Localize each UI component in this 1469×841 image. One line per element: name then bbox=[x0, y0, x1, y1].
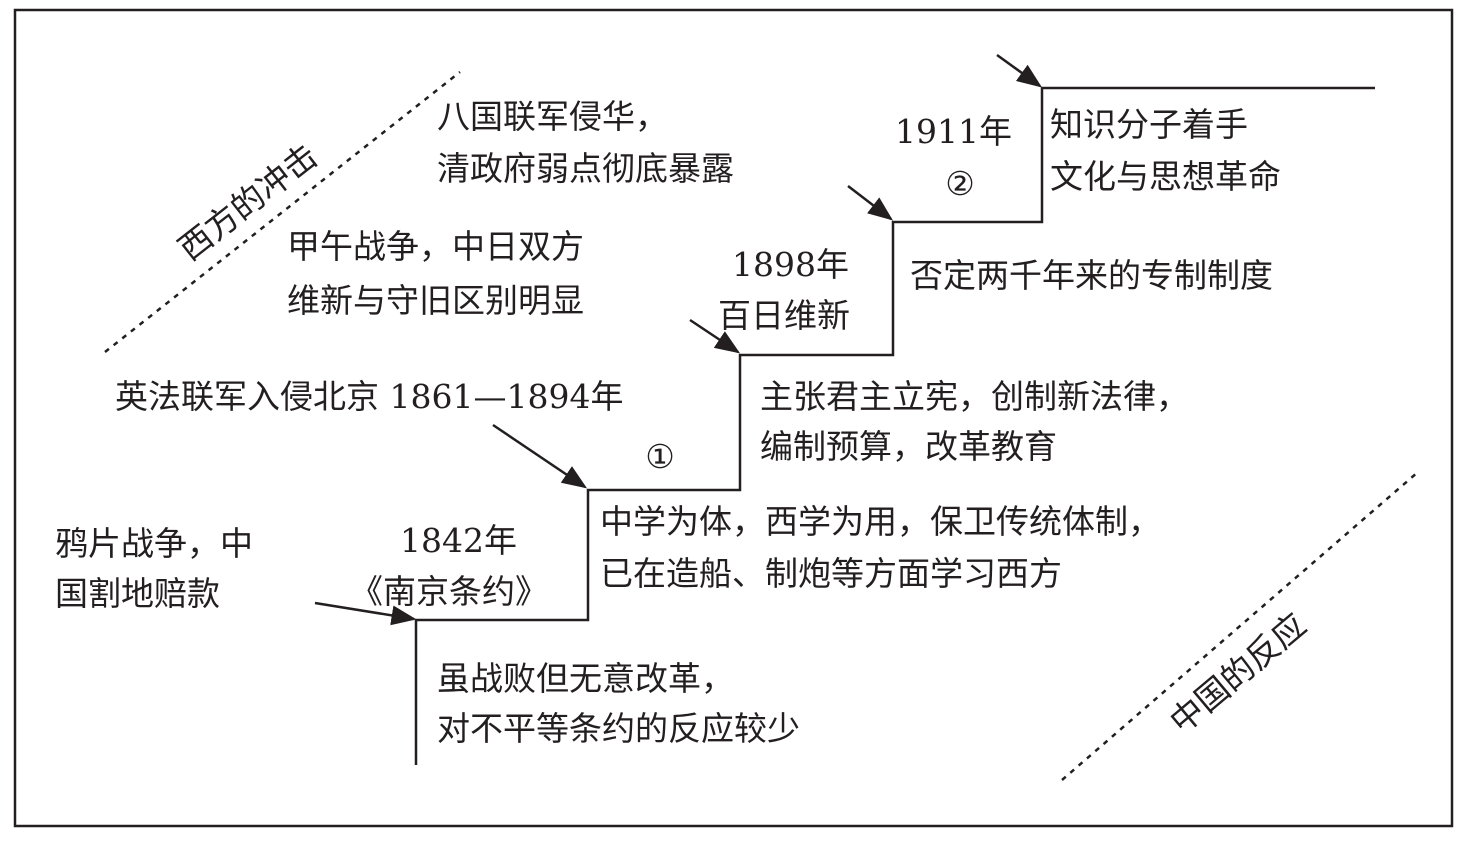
year-label: 1842年 bbox=[400, 521, 517, 560]
dashed-divider-china bbox=[1061, 471, 1419, 781]
response-text: 已在造船、制炮等方面学习西方 bbox=[600, 554, 1062, 593]
response-text: 中学为体，西学为用，保卫传统体制， bbox=[600, 502, 1161, 541]
year-label: 1898年 bbox=[732, 245, 849, 284]
year-label: 1911年 bbox=[895, 112, 1012, 151]
response-text: 对不平等条约的反应较少 bbox=[437, 709, 800, 748]
arrow-1898 bbox=[689, 318, 741, 354]
event-label: 百日维新 bbox=[718, 296, 850, 335]
response-text: 否定两千年来的专制制度 bbox=[910, 256, 1273, 295]
response-text: 文化与思想革命 bbox=[1050, 157, 1281, 196]
response-text: 虽战败但无意改革， bbox=[437, 659, 734, 698]
impact-text: 维新与守旧区别明显 bbox=[287, 281, 584, 320]
response-text: 编制预算，改革教育 bbox=[760, 427, 1057, 466]
arrow-1911 bbox=[847, 185, 893, 221]
staircase-line bbox=[414, 86, 1375, 765]
arrow-next bbox=[996, 53, 1043, 88]
event-label: ① bbox=[645, 437, 675, 476]
event-label: ② bbox=[945, 164, 975, 203]
label-china-response: 中国的反应 bbox=[1162, 605, 1313, 741]
impact-text: 国割地赔款 bbox=[55, 574, 220, 613]
impact-text: 清政府弱点彻底暴露 bbox=[437, 149, 734, 188]
arrow-1861 bbox=[492, 423, 588, 489]
impact-text: 甲午战争，中日双方 bbox=[287, 227, 584, 266]
frame-border bbox=[13, 8, 1454, 828]
year-label: 英法联军入侵北京 1861—1894年 bbox=[115, 377, 623, 416]
response-text: 主张君主立宪，创制新法律， bbox=[760, 377, 1189, 416]
arrow-1842 bbox=[314, 601, 417, 626]
impact-text: 鸦片战争，中 bbox=[55, 524, 253, 563]
dashed-divider-west bbox=[104, 71, 461, 353]
event-label: 《南京条约》 bbox=[350, 572, 548, 611]
impact-text: 八国联军侵华， bbox=[437, 97, 668, 136]
response-text: 知识分子着手 bbox=[1050, 105, 1248, 144]
